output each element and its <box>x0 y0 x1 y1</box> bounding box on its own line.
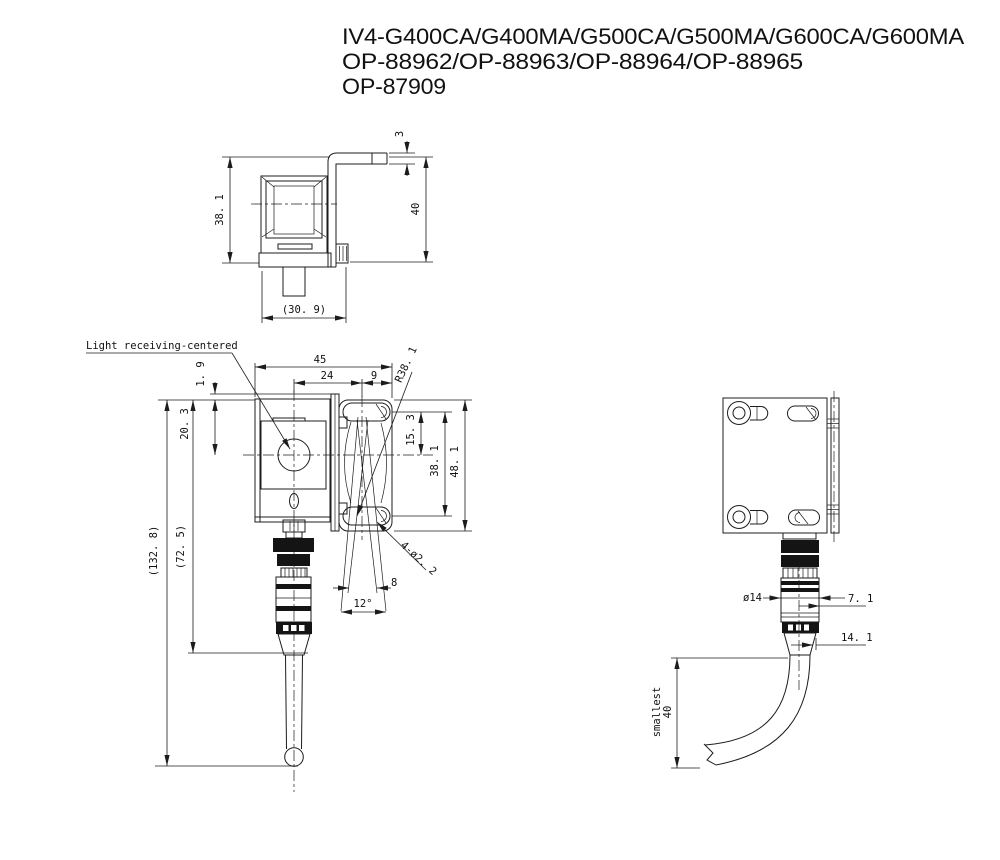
dim-body-length: (72. 5) <box>175 400 308 654</box>
dim-beam-angle-label: 12° <box>354 598 373 610</box>
dim-slot-to-lens: 15. 3 <box>392 411 452 455</box>
dim-top-offset-label: 1. 9 <box>195 361 207 386</box>
title-block: IV4-G400CA/G400MA/G500CA/G500MA/G600CA/G… <box>342 24 965 99</box>
dim-connector-dia-label: ø14 <box>743 592 762 604</box>
dim-top-offset: 1. 9 <box>158 361 331 412</box>
view-front: Light receiving-centered <box>86 340 472 792</box>
title-models: IV4-G400CA/G400MA/G500CA/G500MA/G600CA/G… <box>342 24 965 49</box>
dim-lens-to-slot-label: 24 <box>321 370 334 382</box>
dim-a: 7. 1 <box>799 593 873 609</box>
dim-front-width-label: 45 <box>314 354 327 366</box>
dim-lens-offset-label: 20. 3 <box>179 408 191 440</box>
screw-hole-top <box>727 401 751 425</box>
dim-beam-width-label: 8 <box>391 577 397 589</box>
dim-bracket-height: 48. 1 <box>394 399 472 532</box>
callout-label: Light receiving-centered <box>86 340 238 352</box>
dim-total-length-label: (132. 8) <box>148 526 160 577</box>
side-slot-top <box>787 405 819 422</box>
dim-bracket-height-label: 48. 1 <box>449 446 461 478</box>
callout-light-receiving: Light receiving-centered <box>86 340 291 450</box>
screw-hole-bottom <box>727 505 751 529</box>
dim-b-label: 14. 1 <box>841 632 873 644</box>
dim-top-height-label: 38. 1 <box>214 194 226 226</box>
dim-connector-dia: ø14 <box>743 592 845 604</box>
dim-b: 14. 1 <box>791 632 873 650</box>
sensor-body-front <box>254 398 331 523</box>
dim-bend-word-label: smallest <box>651 687 663 738</box>
dim-slot-pitch: 38. 1 <box>392 412 452 517</box>
connector-side <box>780 532 820 690</box>
mount-slot-top <box>342 402 391 422</box>
bracket-screw <box>335 243 349 264</box>
title-options: OP-88962/OP-88963/OP-88964/OP-88965 <box>342 49 803 74</box>
connector-stub-top-view <box>282 266 306 297</box>
dim-bracket-thickness-label: 3 <box>394 131 406 137</box>
dim-slot-to-lens-label: 15. 3 <box>405 414 417 446</box>
title-bracket: OP-87909 <box>342 74 446 99</box>
dim-a-label: 7. 1 <box>848 593 873 605</box>
dim-slot-to-edge: 9 <box>362 370 392 386</box>
dim-lens-offset: 20. 3 <box>179 400 218 455</box>
dim-top-width-label: (30. 9) <box>282 304 326 316</box>
dim-bend-value-label: 40 <box>662 706 674 719</box>
dim-bracket-depth-label: 40 <box>410 203 422 216</box>
dim-slot-radius-label: R38. 1 <box>393 345 420 384</box>
connector-front <box>273 519 314 767</box>
cable-bend <box>703 654 811 766</box>
dim-slot-pitch-label: 38. 1 <box>429 445 441 477</box>
side-slot-bottom <box>788 509 820 526</box>
sensor-body-side <box>722 397 828 534</box>
dim-beam-width: 8 <box>333 577 397 591</box>
bracket-top-view <box>327 152 388 268</box>
dim-mount-holes-label: 4-ø2. 2 <box>398 539 439 578</box>
view-top: 38. 1 3 40 (30. 9) <box>214 131 433 323</box>
dim-slot-to-edge-label: 9 <box>371 370 377 382</box>
dim-bracket-thickness: 3 <box>389 131 415 176</box>
dim-top-width: (30. 9) <box>261 267 347 323</box>
dim-body-length-label: (72. 5) <box>175 525 187 569</box>
dim-beam-angle: 12° <box>341 598 386 615</box>
dim-front-width: 45 <box>254 354 393 398</box>
view-side: ø14 7. 1 14. 1 smallest 40 <box>651 391 873 769</box>
dim-top-height: 38. 1 <box>214 156 330 264</box>
dim-lens-to-slot: 24 <box>293 370 363 397</box>
dim-bracket-depth: 40 <box>350 156 433 263</box>
bracket-front <box>330 393 393 532</box>
dim-total-length: (132. 8) <box>148 400 298 767</box>
detection-beam <box>340 416 387 612</box>
dim-bend-radius: smallest 40 <box>651 657 788 769</box>
